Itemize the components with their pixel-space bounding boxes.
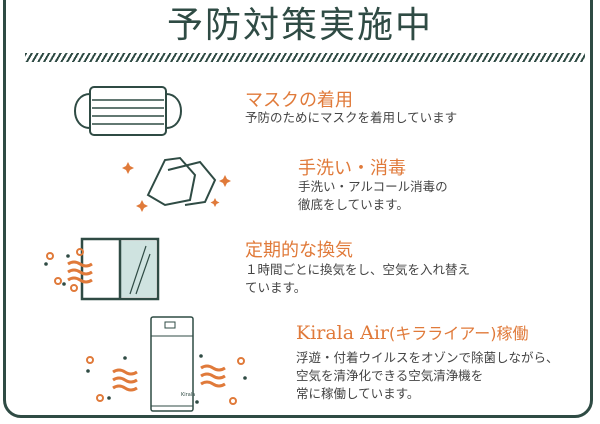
hatched-divider xyxy=(25,53,585,62)
item-desc-purifier: 浮遊・付着ウイルスをオゾンで除菌しながら、 空気を清浄化できる空気清浄機を 常に… xyxy=(296,349,559,403)
mask-icon xyxy=(74,86,182,136)
air-purifier-icon: Kirala xyxy=(86,316,247,412)
heading-jp: (キラライアー)稼働 xyxy=(389,324,529,343)
heading-latin: Kirala Air xyxy=(296,322,390,344)
hand-washing-icon xyxy=(122,156,231,212)
desc-line: 予防のためにマスクを着用しています xyxy=(245,110,458,125)
item-desc-ventilation: １時間ごとに換気をし、空気を入れ替え ています。 xyxy=(245,261,470,297)
item-heading-ventilation: 定期的な換気 xyxy=(245,240,353,261)
desc-line: 空気を清浄化できる空気清浄機を xyxy=(296,368,484,383)
desc-line: 常に稼働しています。 xyxy=(296,386,420,401)
window-ventilation-icon xyxy=(44,237,160,301)
desc-line: 手洗い・アルコール消毒の xyxy=(298,179,448,194)
poster-frame xyxy=(3,0,593,418)
item-heading-mask: マスクの着用 xyxy=(245,90,353,111)
poster-title: 予防対策実施中 xyxy=(166,5,433,46)
item-desc-mask: 予防のためにマスクを着用しています xyxy=(245,109,457,127)
desc-line: 徹底をしています。 xyxy=(298,197,409,212)
desc-line: ています。 xyxy=(245,280,307,295)
purifier-brand-logo: Kirala xyxy=(181,392,195,398)
item-heading-purifier: Kirala Air(キラライアー)稼働 xyxy=(296,320,529,344)
item-desc-handwash: 手洗い・アルコール消毒の 徹底をしています。 xyxy=(298,178,448,214)
item-heading-handwash: 手洗い・消毒 xyxy=(298,158,406,179)
desc-line: １時間ごとに換気をし、空気を入れ替え xyxy=(245,262,471,277)
desc-line: 浮遊・付着ウイルスをオゾンで除菌しながら、 xyxy=(296,350,559,365)
